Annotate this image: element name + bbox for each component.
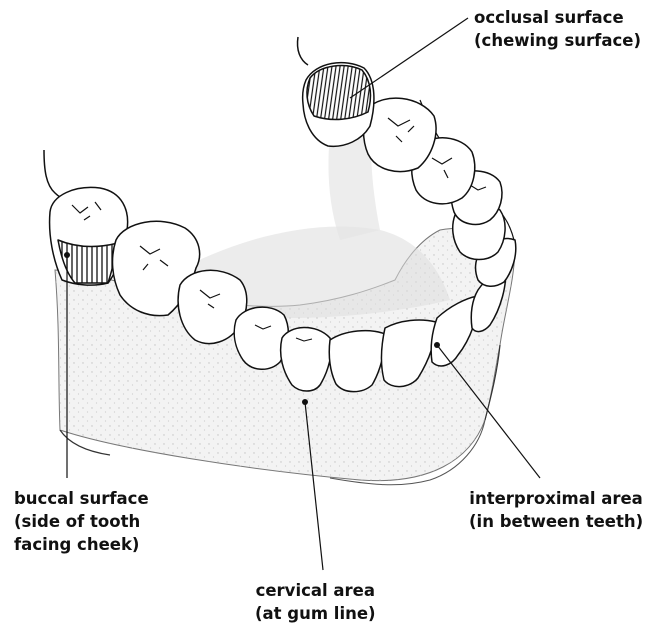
cervical-dot (302, 399, 308, 405)
buccal-dot (64, 252, 70, 258)
cervical-label-line2: (at gum line) (255, 602, 376, 625)
occlusal-leader-line (350, 18, 468, 98)
buccal-label-line2: (side of tooth (14, 510, 149, 533)
occlusal-label-line2: (chewing surface) (474, 29, 641, 52)
right-ramus-line (297, 37, 308, 65)
interproximal-label-line1: interproximal area (469, 487, 643, 510)
interproximal-dot (434, 342, 440, 348)
cervical-label-line1: cervical area (255, 579, 376, 602)
occlusal-surface-label: occlusal surface (chewing surface) (474, 6, 641, 52)
interproximal-label-line2: (in between teeth) (469, 510, 643, 533)
tooth-premolar-2 (234, 307, 288, 369)
buccal-label-line1: buccal surface (14, 487, 149, 510)
buccal-surface-label: buccal surface (side of tooth facing che… (14, 487, 149, 556)
buccal-label-line3: facing cheek) (14, 533, 149, 556)
tooth-right-molar-2 (364, 98, 437, 171)
cervical-area-label: cervical area (at gum line) (255, 579, 376, 625)
tooth-right-molar-3 (303, 63, 374, 147)
occlusal-label-line1: occlusal surface (474, 6, 641, 29)
left-ramus-line (44, 150, 70, 199)
interproximal-area-label: interproximal area (in between teeth) (469, 487, 643, 533)
